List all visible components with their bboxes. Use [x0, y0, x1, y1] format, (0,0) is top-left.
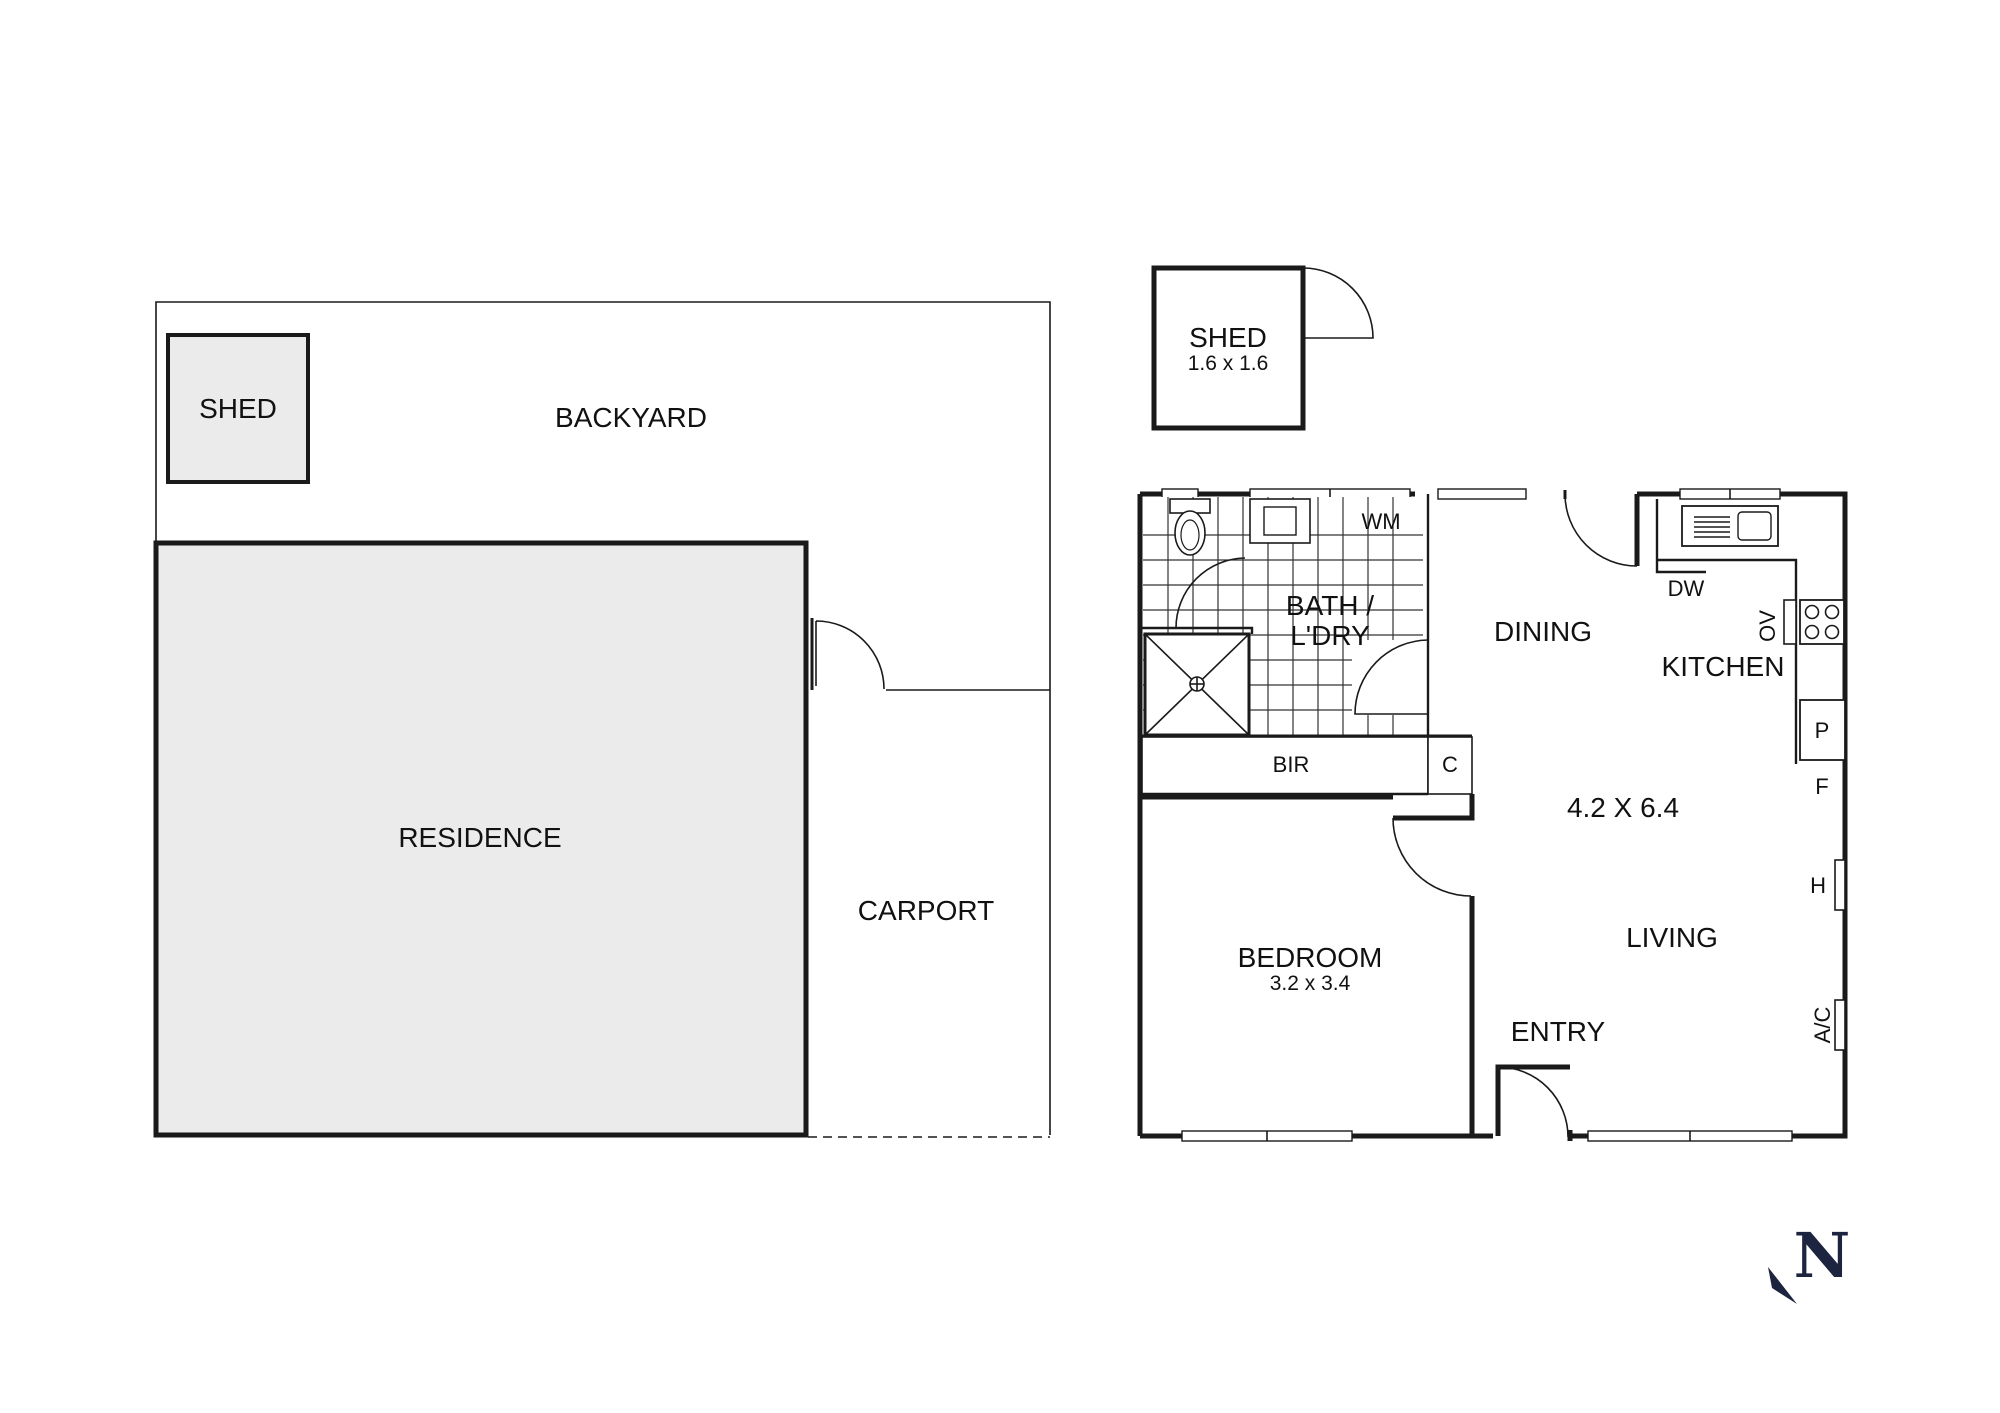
gate-door	[815, 620, 885, 690]
bath-label-2: L'DRY	[1290, 620, 1370, 651]
bir-robe	[1141, 736, 1429, 795]
dining-label: DINING	[1494, 616, 1592, 647]
site-plan: SHED BACKYARD RESIDENCE CARPORT	[153, 301, 1051, 1138]
sink-icon	[1681, 505, 1779, 547]
bedroom-door	[1392, 817, 1472, 897]
fridge-label: F	[1815, 774, 1828, 799]
pantry	[1799, 699, 1846, 761]
bath-door	[1354, 639, 1429, 715]
ov-label: OV	[1755, 610, 1780, 642]
site-shed-label: SHED	[199, 393, 277, 424]
shower-screen	[1140, 626, 1254, 634]
wm-label: WM	[1361, 509, 1400, 534]
carport-label: CARPORT	[858, 895, 994, 926]
basin-icon	[1249, 498, 1311, 544]
bedroom-label: BEDROOM	[1238, 942, 1383, 973]
entry-door	[1497, 1066, 1569, 1138]
shower-icon	[1143, 632, 1251, 737]
entry-label: ENTRY	[1511, 1016, 1606, 1047]
backyard-label: BACKYARD	[555, 402, 707, 433]
shed-label: SHED	[1189, 322, 1267, 353]
shower-door	[1175, 557, 1246, 629]
heater-label: H	[1810, 873, 1826, 898]
bir-label: BIR	[1273, 752, 1310, 777]
residence-label: RESIDENCE	[398, 822, 561, 853]
dining-door	[1564, 493, 1638, 567]
living-size: 4.2 X 6.4	[1567, 792, 1679, 823]
cooktop-icon	[1799, 599, 1845, 645]
shed-door	[1302, 267, 1374, 339]
bath-label-1: BATH /	[1286, 590, 1374, 621]
air-conditioner	[1834, 999, 1846, 1051]
ac-label: A/C	[1810, 1007, 1835, 1044]
toilet-icon	[1169, 498, 1211, 556]
south-windows	[1181, 1130, 1793, 1142]
north-arrow-icon: N	[1768, 1219, 1850, 1304]
oven	[1783, 599, 1797, 645]
residence-block	[153, 540, 809, 1138]
site-shed	[166, 333, 310, 484]
bedroom-size: 3.2 x 3.4	[1270, 972, 1351, 995]
compass-pointer	[1768, 1267, 1797, 1304]
living-label: LIVING	[1626, 922, 1718, 953]
heater	[1834, 859, 1846, 911]
north-windows	[1161, 488, 1781, 500]
dw-label: DW	[1668, 576, 1705, 601]
pantry-label: P	[1815, 718, 1830, 743]
shed-size: 1.6 x 1.6	[1188, 352, 1269, 375]
shed-walls	[1151, 265, 1306, 431]
bedroom-wall-stub	[1393, 794, 1475, 821]
cupboard-label: C	[1442, 752, 1458, 777]
unit-plan: SHED 1.6 x 1.6	[1137, 265, 1848, 1142]
cupboard	[1427, 736, 1473, 795]
compass-letter: N	[1794, 1219, 1851, 1292]
kitchen-label: KITCHEN	[1662, 651, 1785, 682]
